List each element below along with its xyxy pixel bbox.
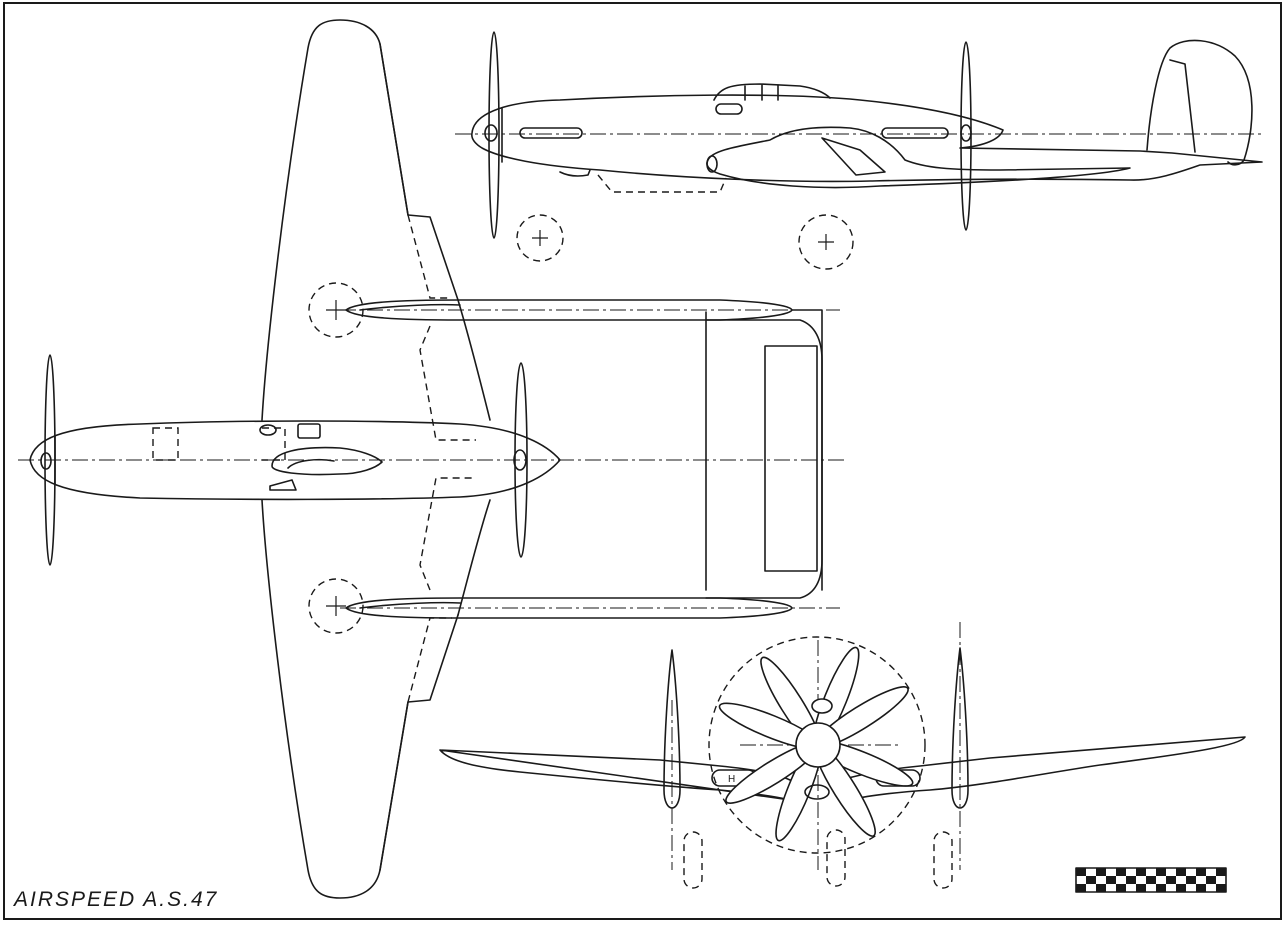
scale-bar-cell xyxy=(1076,884,1086,892)
side-rear-propeller xyxy=(960,41,972,231)
scale-bar-cell xyxy=(1176,884,1186,892)
plan-elevator xyxy=(764,345,818,572)
front-left-wheel xyxy=(683,831,703,889)
drawing-caption: AIRSPEED A.S.47 xyxy=(14,888,219,911)
scale-bar-cell xyxy=(1206,876,1216,884)
side-fuselage xyxy=(471,94,1263,183)
plan-left-wheel xyxy=(308,282,364,338)
scale-bar-cell xyxy=(1106,876,1116,884)
plan-rear-propeller xyxy=(514,362,528,558)
plan-front-propeller xyxy=(44,354,56,566)
scale-bar-cell xyxy=(1116,884,1126,892)
scale-bar-cell xyxy=(1136,868,1146,876)
scale-bar-cell xyxy=(1136,884,1146,892)
scale-bar-cell xyxy=(1166,876,1176,884)
scale-bar-cell xyxy=(1176,868,1186,876)
scale-bar-cell xyxy=(1216,868,1226,876)
scale-bar-cell xyxy=(1076,868,1086,876)
front-propeller-disc xyxy=(708,636,926,854)
scale-bar-cell xyxy=(1096,884,1106,892)
front-nose-wheel xyxy=(826,829,846,887)
plan-fuselage xyxy=(29,420,561,501)
scale-bar-cell xyxy=(1156,868,1166,876)
plan-cockpit xyxy=(271,446,383,476)
plan-right-wheel xyxy=(308,578,364,634)
scale-bar-cell xyxy=(1086,876,1096,884)
scale-bar-cell xyxy=(1196,884,1206,892)
scale-bar-cell xyxy=(1156,884,1166,892)
side-elevation xyxy=(455,31,1263,270)
scale-bar-cell xyxy=(1216,884,1226,892)
drawing-border xyxy=(3,2,1282,920)
plan-right-boom xyxy=(345,597,793,619)
plan-tailplane xyxy=(705,319,823,599)
scale-bar-cell xyxy=(1126,876,1136,884)
scale-bar xyxy=(1075,867,1227,893)
scale-bar-cell xyxy=(1146,876,1156,884)
side-canopy xyxy=(713,83,831,101)
side-fin xyxy=(1146,39,1253,166)
side-main-wheel xyxy=(516,214,564,262)
front-elevation: H H xyxy=(439,622,1246,889)
side-front-propeller xyxy=(488,31,500,239)
plan-wing xyxy=(261,19,459,899)
plan-view xyxy=(18,19,845,899)
scale-bar-cell xyxy=(1196,868,1206,876)
front-right-fin xyxy=(951,647,969,809)
side-boom-nacelle xyxy=(706,126,1131,189)
scale-bar-cell xyxy=(1186,876,1196,884)
svg-text:H: H xyxy=(728,774,735,785)
side-rear-wheel xyxy=(798,214,854,270)
front-right-wheel xyxy=(933,831,953,889)
scale-bar-cell xyxy=(1096,868,1106,876)
front-left-fin xyxy=(663,649,681,809)
front-spinner xyxy=(795,722,841,768)
scale-bar-cell xyxy=(1116,868,1126,876)
